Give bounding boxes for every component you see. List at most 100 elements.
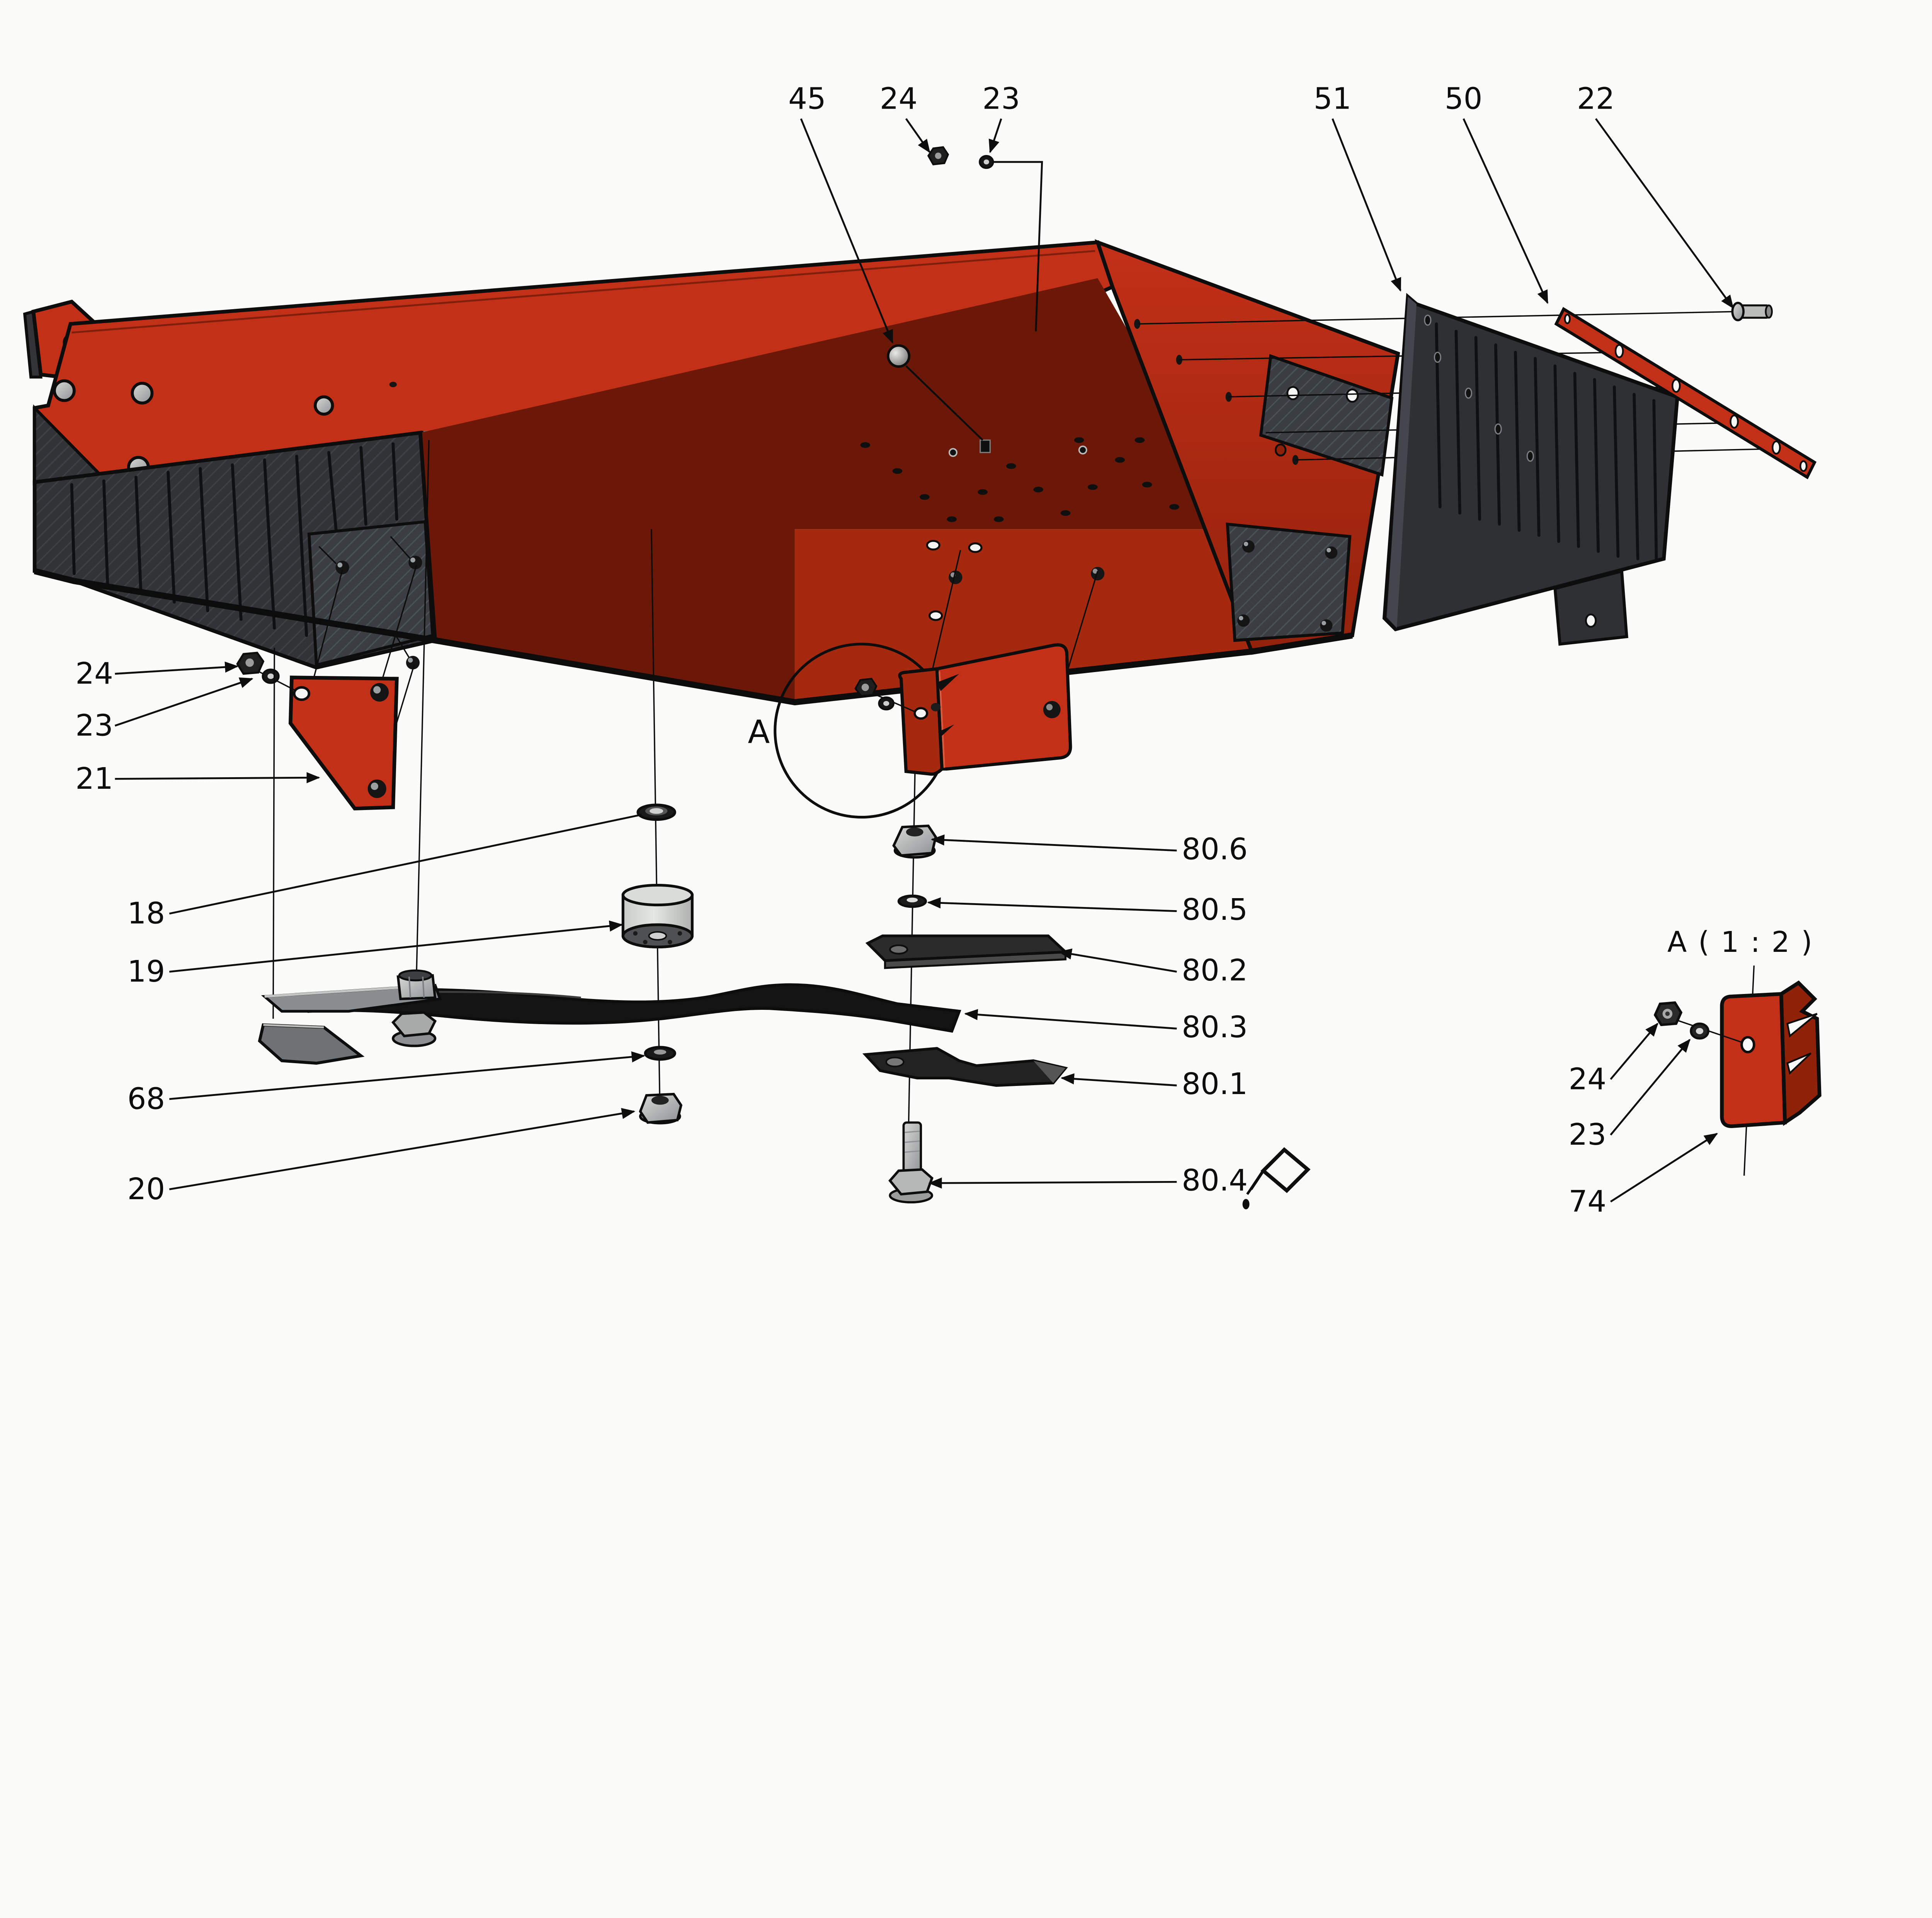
bolt-highlight (373, 686, 381, 694)
exploded-diagram-canvas: A (23, 82, 1821, 1219)
part-24-nut-left (236, 652, 295, 691)
leader-23-extension (993, 161, 1043, 332)
leader-22 (1595, 118, 1734, 309)
leader-45 (800, 118, 893, 344)
leader-23-top (988, 118, 1002, 153)
leader-74 (1610, 1133, 1718, 1203)
part-80-3-blade (307, 983, 961, 1033)
carbon-patch-rear (1259, 354, 1394, 477)
interior-ring-dot (948, 448, 957, 457)
callout-74: 74 (1568, 1184, 1606, 1219)
left-spindle-stack (272, 440, 694, 1125)
part-45-plug (887, 344, 911, 368)
blade-assembly (258, 969, 961, 1065)
bracket21-hole (293, 686, 310, 701)
threadlocker-icon (1242, 1147, 1311, 1210)
bracket-slot (937, 674, 959, 691)
part-24-nut-detail (1653, 1001, 1683, 1026)
bracket-hole (913, 707, 929, 720)
callout-51: 51 (1314, 82, 1352, 116)
patch-corner-bolts (335, 555, 422, 670)
panel-foot (1553, 569, 1628, 646)
leader-80-5 (927, 897, 1177, 912)
callout-80-5: 80.5 (1182, 893, 1248, 927)
leader-23-detail (1610, 1038, 1691, 1136)
leader-19 (169, 920, 623, 973)
bolt-highlight (371, 782, 378, 790)
part-24-nut-top (927, 146, 949, 165)
leader-51 (1332, 118, 1401, 292)
panel-slats (1435, 322, 1658, 560)
detail-marker-label: A (748, 713, 770, 751)
callout-45: 45 (788, 82, 826, 116)
callout-22: 22 (1577, 82, 1615, 116)
callout-24-detail: 24 (1568, 1062, 1606, 1096)
bracket-socket (930, 703, 941, 711)
leader-18 (169, 813, 642, 915)
leader-80-4 (928, 1177, 1177, 1189)
part-80-6-nut (892, 824, 937, 859)
panel-foot-hole (1585, 613, 1597, 628)
part-23-washer-detail (1690, 1022, 1709, 1040)
detail-view-a: A ( 1 : 2 ) (1653, 926, 1821, 1176)
leader-80-3 (964, 1009, 1177, 1030)
blade-mount-bolt (391, 1011, 437, 1047)
leader-80-6 (930, 834, 1177, 852)
leader-45b (905, 365, 983, 441)
leader-24-left (115, 661, 239, 675)
patch-hole (1286, 386, 1299, 400)
leader-23-left (114, 677, 253, 727)
deck-bottom-edge (34, 568, 1353, 706)
callout-19: 19 (127, 955, 165, 989)
blade-standoff (396, 969, 437, 1001)
leader-24-detail (1610, 1023, 1658, 1080)
callout-20: 20 (127, 1172, 165, 1207)
patch-wall-rivets (1237, 540, 1338, 632)
callout-80-6: 80.6 (1182, 832, 1248, 866)
part-80-2-bar (865, 934, 1069, 969)
callout-23-detail: 23 (1568, 1118, 1606, 1152)
tab-edge-sliver (23, 310, 43, 379)
part-23-washer-top (979, 155, 994, 169)
wing-edge (263, 1024, 324, 1028)
callout-80-2: 80.2 (1182, 953, 1248, 988)
blade-wing (258, 1023, 365, 1065)
carbon-patch-wall (1226, 522, 1352, 642)
rivet-highlight (1046, 704, 1053, 711)
part-51-side-panel (1382, 293, 1680, 646)
callout-80-4: 80.4 (1182, 1164, 1248, 1198)
bracket-slot (1786, 1052, 1812, 1075)
callout-80-1: 80.1 (1182, 1067, 1248, 1101)
part-19-spacer (621, 883, 694, 948)
deck-interior-shadow (420, 278, 1242, 703)
interior-dots (860, 437, 1179, 522)
callout-50: 50 (1445, 82, 1483, 116)
callout-24-left: 24 (75, 657, 113, 691)
skirt-slats (70, 442, 398, 637)
part-21-bracket (288, 565, 417, 811)
part-20-nut (639, 1093, 683, 1125)
callout-23-left: 23 (75, 708, 113, 743)
left-axis-lines (272, 440, 661, 1123)
bracket-slot (1786, 1013, 1818, 1038)
part-80-5-washer (897, 894, 927, 908)
part-80-1-bracket (862, 1047, 1068, 1087)
callout-68: 68 (127, 1082, 165, 1116)
callout-23-top: 23 (982, 82, 1020, 116)
detail-view-title: A ( 1 : 2 ) (1667, 926, 1813, 959)
leader-80-2 (1058, 948, 1177, 973)
bracket-slot (938, 724, 954, 738)
callout-21: 21 (75, 762, 113, 796)
part-74-bracket-detail (1720, 980, 1821, 1128)
right-panel-assembly (1138, 293, 1817, 646)
callout-80-3: 80.3 (1182, 1010, 1248, 1045)
floor-bolts (949, 567, 1105, 584)
leader-20 (169, 1108, 636, 1190)
part-74-bracket-main (854, 550, 1099, 1200)
floor-holes (926, 539, 983, 621)
washer-a-hole (883, 701, 889, 706)
bracket-rivet (1043, 701, 1061, 718)
callout-24-top: 24 (880, 82, 918, 116)
part-23-washer-left (262, 669, 280, 684)
panel-holes (1424, 315, 1534, 462)
